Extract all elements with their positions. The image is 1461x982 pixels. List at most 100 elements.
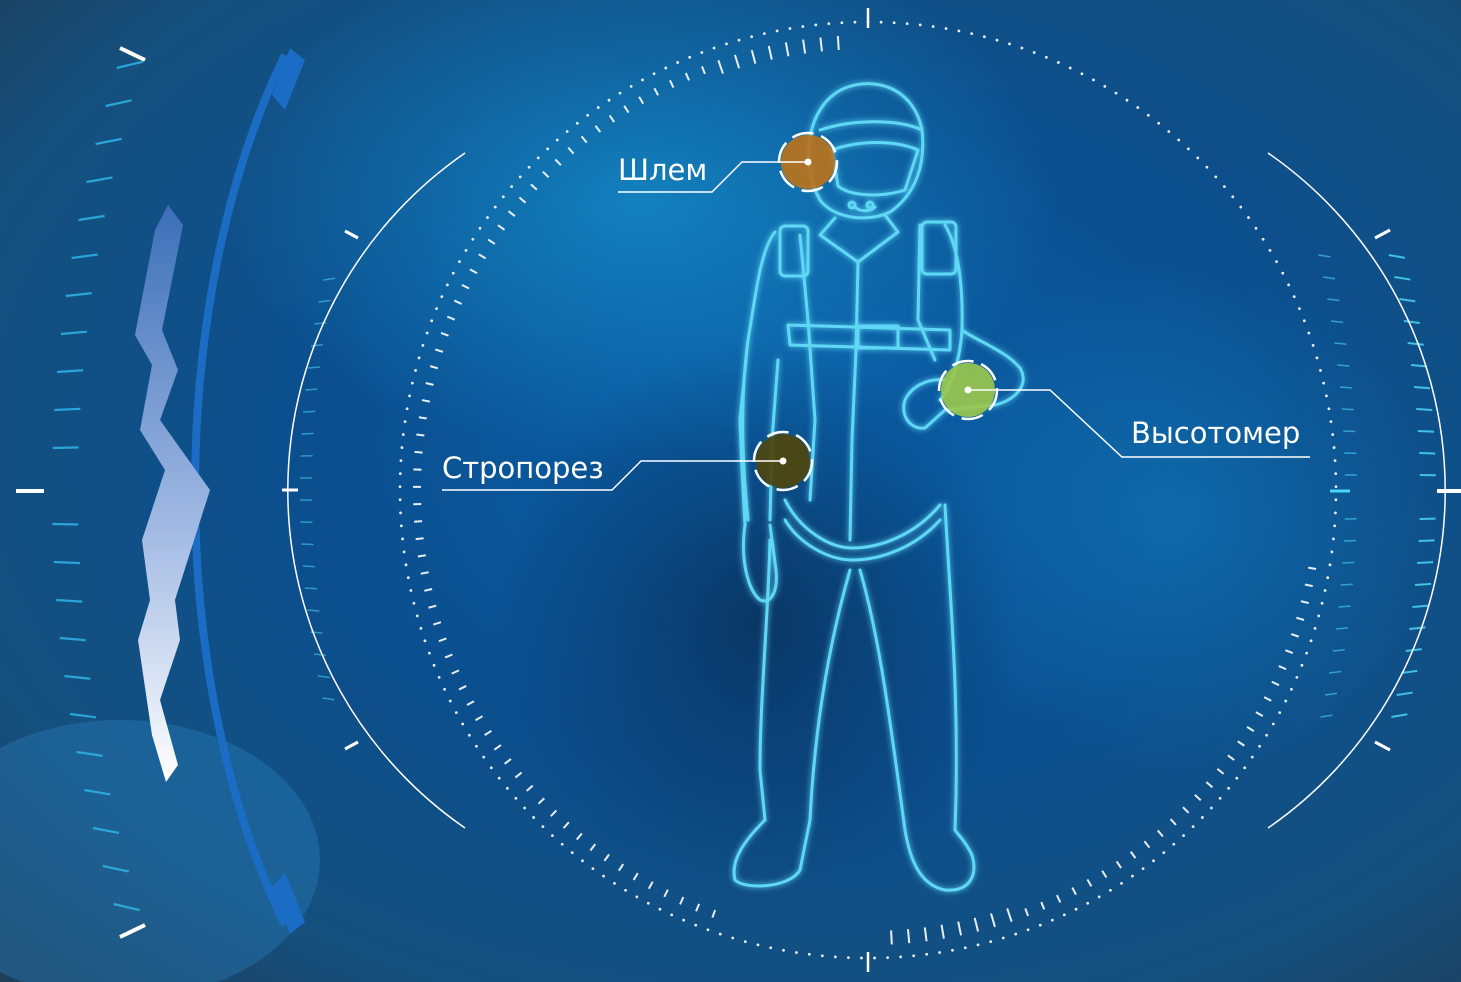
dial-dot xyxy=(1126,99,1129,102)
dial-dot xyxy=(919,24,922,27)
left-inner-scale-tick xyxy=(307,610,319,611)
dial-dot xyxy=(1214,175,1217,178)
dial-dot xyxy=(523,807,526,810)
dial-dot xyxy=(1330,550,1333,553)
dial-dot xyxy=(789,27,792,30)
dial-dot xyxy=(399,485,402,488)
right-inner-scale-tick xyxy=(1337,365,1349,366)
dial-dot xyxy=(624,889,627,892)
right-inner-scale-tick xyxy=(1342,409,1354,410)
dial-dot xyxy=(1219,797,1222,800)
dial-dot xyxy=(1284,700,1287,703)
dial-dot xyxy=(1255,227,1258,230)
dial-dot xyxy=(1307,332,1310,335)
left-inner-scale-tick xyxy=(303,566,315,567)
dial-dot xyxy=(1162,851,1165,854)
dial-dot xyxy=(532,816,535,819)
dial-dot xyxy=(1287,283,1290,286)
dial-dot xyxy=(1196,157,1199,160)
dial-dot xyxy=(446,283,449,286)
dial-dot xyxy=(438,676,441,679)
dial-dot xyxy=(1039,924,1042,927)
dial-dot xyxy=(1157,122,1160,125)
dial-dot xyxy=(1152,859,1155,862)
dial-dot xyxy=(670,913,673,916)
dial-dot xyxy=(1092,78,1095,81)
left-scale-tick xyxy=(54,409,80,410)
dial-dot xyxy=(403,550,406,553)
dial-dot xyxy=(1239,206,1242,209)
right-inner-scale-tick xyxy=(1340,387,1352,388)
dial-dot xyxy=(713,47,716,50)
dial-dot xyxy=(1334,511,1337,514)
dial-dot xyxy=(471,238,474,241)
right-scale-tick xyxy=(1418,431,1434,432)
dial-dot xyxy=(424,639,427,642)
dial-dot xyxy=(619,92,622,95)
dial-dot xyxy=(700,51,703,54)
dial-dot xyxy=(401,446,404,449)
dial-dot xyxy=(420,627,423,630)
dial-dot xyxy=(400,525,403,528)
dial-dot xyxy=(1187,147,1190,150)
dial-dot xyxy=(1330,420,1333,423)
dial-dot xyxy=(1332,538,1335,541)
dial-dot xyxy=(996,39,999,42)
dial-dot xyxy=(1192,825,1195,828)
dial-dot xyxy=(1103,85,1106,88)
dial-dot xyxy=(893,21,896,24)
dial-dot xyxy=(443,688,446,691)
left-inner-scale-tick xyxy=(308,367,320,368)
dial-dot xyxy=(400,459,403,462)
dial-dot xyxy=(641,78,644,81)
dial-dot xyxy=(402,433,405,436)
dial-dot xyxy=(814,24,817,27)
dial-dot xyxy=(1333,525,1336,528)
dial-dot xyxy=(795,951,798,954)
dial-dot xyxy=(581,859,584,862)
dial-dot xyxy=(1298,307,1301,310)
dial-dot xyxy=(406,407,409,410)
dial-dot xyxy=(1167,130,1170,133)
dial-dot xyxy=(1069,67,1072,70)
dial-dot xyxy=(1115,92,1118,95)
dial-dot xyxy=(399,498,402,501)
right-inner-scale-tick xyxy=(1341,584,1353,585)
dial-dot xyxy=(411,382,414,385)
dial-dot xyxy=(592,867,595,870)
line-cutter-label: Стропорез xyxy=(442,451,604,485)
right-scale-tick xyxy=(1416,409,1432,410)
dial-dot xyxy=(757,943,760,946)
dial-dot xyxy=(1326,576,1329,579)
dial-dot xyxy=(1293,295,1296,298)
dial-dot xyxy=(899,955,902,958)
dial-dot xyxy=(405,563,408,566)
dial-dot xyxy=(1098,896,1101,899)
dial-dot xyxy=(659,908,662,911)
dial-dot xyxy=(561,843,564,846)
dial-dot xyxy=(1310,639,1313,642)
dial-dot xyxy=(414,369,417,372)
dial-dot xyxy=(1319,369,1322,372)
dial-dot xyxy=(769,946,772,949)
dial-dot xyxy=(854,21,857,24)
dial-tick xyxy=(415,452,423,453)
dial-dot xyxy=(782,949,785,952)
dial-dot xyxy=(738,39,741,42)
dial-dot xyxy=(1045,56,1048,59)
dial-dot xyxy=(1021,47,1024,50)
dial-dot xyxy=(1172,843,1175,846)
dial-dot xyxy=(1333,446,1336,449)
dial-dot xyxy=(630,85,633,88)
dial-dot xyxy=(426,332,429,335)
dial-dot xyxy=(821,954,824,957)
dial-dot xyxy=(635,896,638,899)
dial-dot xyxy=(490,766,493,769)
dial-dot xyxy=(912,954,915,957)
dial-dot xyxy=(886,956,889,959)
dial-dot xyxy=(719,933,722,936)
dial-dot xyxy=(413,602,416,605)
altimeter-label: Высотомер xyxy=(1131,416,1300,450)
dial-dot xyxy=(925,953,928,956)
dial-dot xyxy=(1033,51,1036,54)
